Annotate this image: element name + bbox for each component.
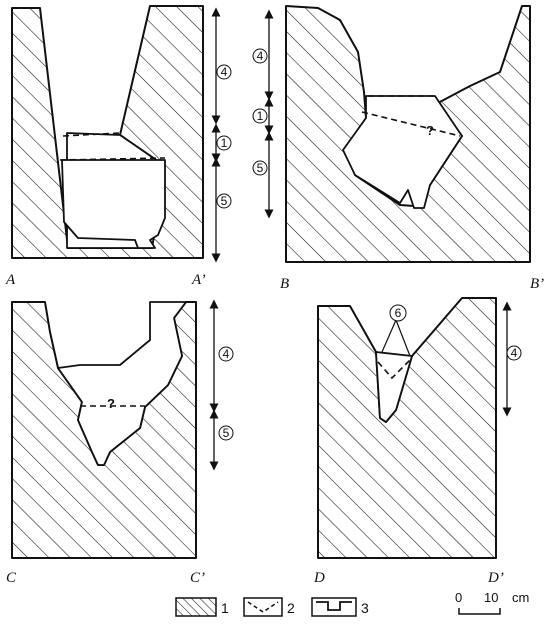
legend-item-1: 1 bbox=[175, 597, 229, 617]
section-a-layer-1-label: 1 bbox=[221, 136, 228, 150]
legend: 1 2 3 bbox=[175, 597, 369, 617]
section-d-layer-4-label: 4 bbox=[511, 346, 518, 360]
legend-item-3-number: 3 bbox=[361, 600, 369, 616]
section-c-layer-scale: 4 5 bbox=[209, 299, 234, 471]
section-a-boundary-lower bbox=[59, 157, 166, 161]
section-c: ? 4 5 C C’ bbox=[6, 299, 234, 586]
dashed-v-line-icon bbox=[247, 601, 279, 613]
section-a-layer-4-label: 4 bbox=[221, 65, 228, 79]
section-a-layer-scale: 4 1 5 bbox=[211, 7, 232, 263]
section-b-layer-1-label: 1 bbox=[257, 109, 264, 123]
section-b-pit bbox=[342, 95, 463, 209]
section-c-pit bbox=[57, 301, 187, 466]
scale-bar-start: 0 bbox=[455, 590, 462, 605]
section-b-layer-4-label: 4 bbox=[257, 49, 264, 63]
legend-item-1-number: 1 bbox=[221, 600, 229, 616]
section-a-right-label: A’ bbox=[191, 272, 206, 288]
section-d-right-label: D’ bbox=[487, 570, 504, 586]
section-c-layer-4-label: 4 bbox=[223, 347, 230, 361]
section-d-callout: 6 bbox=[381, 304, 411, 357]
section-d-layer-scale: 4 bbox=[502, 301, 522, 417]
legend-item-2: 2 bbox=[243, 597, 295, 617]
scale-bar-end: 10 bbox=[484, 590, 498, 605]
section-d-soil-profile bbox=[317, 297, 497, 559]
section-c-layer-5-label: 5 bbox=[223, 426, 230, 440]
section-b-question-mark: ? bbox=[426, 123, 434, 138]
section-b-layer-5-label: 5 bbox=[257, 161, 264, 175]
section-c-question-mark: ? bbox=[107, 396, 115, 411]
section-b-layer-scale: 4 1 5 bbox=[252, 9, 274, 219]
section-b-boundary-lower bbox=[361, 111, 461, 137]
legend-item-2-number: 2 bbox=[287, 600, 295, 616]
section-a: 4 1 5 A A’ bbox=[5, 5, 232, 288]
hatched-fill-icon bbox=[175, 597, 217, 617]
legend-item-3: 3 bbox=[311, 597, 369, 617]
section-d-left-label: D bbox=[313, 570, 325, 586]
section-a-pit-base bbox=[61, 159, 166, 249]
scale-bar-unit: cm bbox=[512, 590, 529, 605]
scale-bar: 0 10 cm bbox=[455, 590, 529, 615]
section-d-v-boundary bbox=[377, 359, 411, 380]
section-d-callout-6-label: 6 bbox=[395, 306, 402, 320]
section-d: 6 4 D D’ bbox=[313, 297, 522, 586]
pit-outline-icon bbox=[316, 601, 352, 611]
section-b-right-label: B’ bbox=[530, 276, 544, 292]
section-c-left-label: C bbox=[6, 570, 17, 586]
section-b: ? 4 1 5 B B’ bbox=[252, 5, 544, 292]
section-c-right-label: C’ bbox=[190, 570, 205, 586]
section-a-layer-5-label: 5 bbox=[221, 194, 228, 208]
section-a-left-label: A bbox=[5, 272, 16, 288]
section-b-left-label: B bbox=[280, 276, 289, 292]
